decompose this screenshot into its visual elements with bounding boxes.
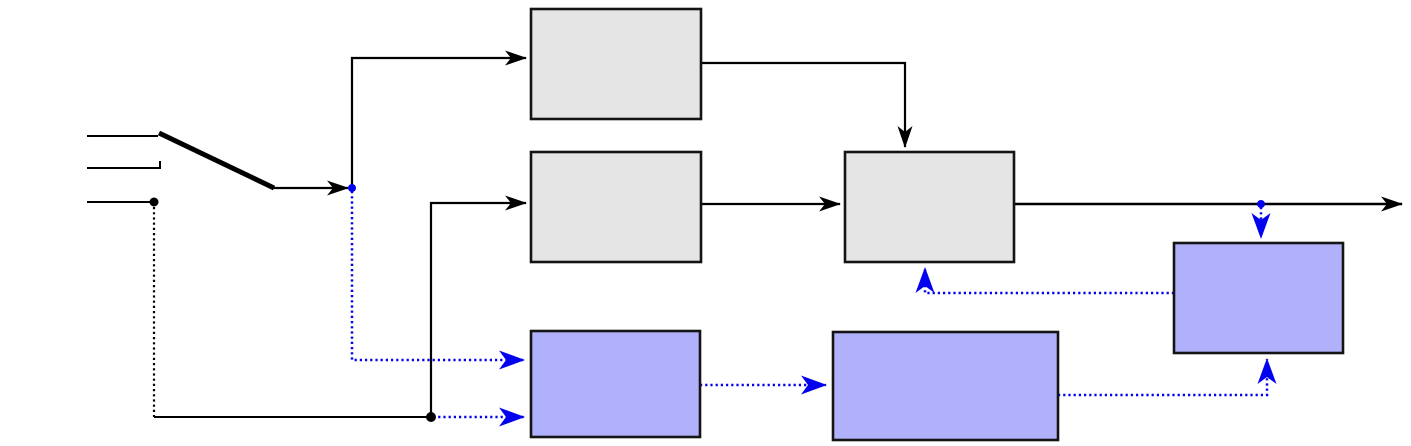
switch-arm xyxy=(157,130,276,191)
junction-blue-drop xyxy=(350,191,525,370)
bus-junction-node xyxy=(426,412,436,422)
gray-block-right xyxy=(843,150,1016,264)
switch-junction-node xyxy=(348,184,356,192)
input-3-contact-node xyxy=(149,197,159,207)
output-tap-node xyxy=(1257,200,1265,208)
junction-to-top-block xyxy=(350,50,527,188)
top-block-to-right-block xyxy=(701,61,913,148)
blue-right-to-gray-right xyxy=(915,267,1174,295)
gray-block-middle xyxy=(529,150,703,264)
riser-to-middle-block xyxy=(429,195,527,417)
blue-block-right xyxy=(1172,241,1345,355)
input-line-2 xyxy=(87,161,161,169)
blue-middle-to-blue-right xyxy=(1058,358,1277,397)
gray-block-top xyxy=(529,7,703,121)
blue-block-bottom-left xyxy=(529,329,702,439)
blue-block-bottom-middle xyxy=(831,330,1060,442)
